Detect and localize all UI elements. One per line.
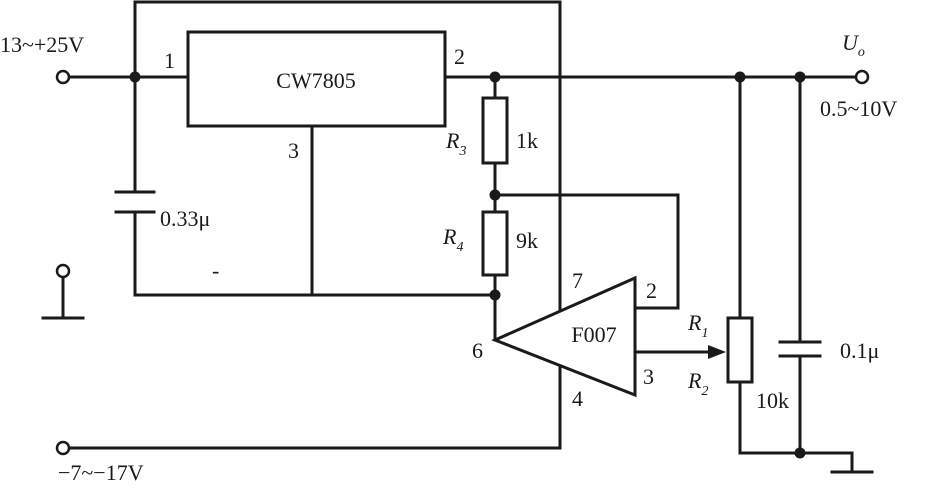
output-range: 0.5~10V <box>820 96 897 121</box>
pot-value: 10k <box>756 388 789 413</box>
opamp-pin2: 2 <box>646 278 657 303</box>
input-capacitor <box>114 190 156 214</box>
r2-symbol: R2 <box>687 368 708 399</box>
r3-symbol: R3 <box>445 128 466 159</box>
output-terminal <box>854 69 870 85</box>
stray-mark: - <box>212 258 219 283</box>
r1-symbol: R1 <box>687 310 708 341</box>
opamp-triangle <box>491 275 637 398</box>
resistor-r4 <box>481 210 509 277</box>
regulator-block <box>186 30 447 128</box>
output-capacitor-value: 0.1μ <box>840 338 879 363</box>
negative-supply-terminal <box>55 440 71 456</box>
regulator-pin1: 1 <box>164 48 175 73</box>
opamp-name: F007 <box>571 322 616 347</box>
opamp-pin3: 3 <box>643 364 654 389</box>
regulator-pin2: 2 <box>454 44 465 69</box>
regulator-name: CW7805 <box>276 68 355 93</box>
opamp-pin4: 4 <box>572 386 583 411</box>
input-terminal <box>55 69 71 85</box>
output-capacitor <box>778 340 822 358</box>
resistor-r3 <box>481 96 509 165</box>
output-symbol: Uo <box>842 30 865 60</box>
input-voltage-label: 13~+25V <box>0 32 84 57</box>
opamp-pin7: 7 <box>572 268 583 293</box>
opamp-pin6: 6 <box>472 338 483 363</box>
r4-symbol: R4 <box>442 224 463 255</box>
input-capacitor-value: 0.33μ <box>160 206 210 231</box>
junctions <box>129 71 806 459</box>
r3-value: 1k <box>516 128 538 153</box>
r4-value: 9k <box>516 228 538 253</box>
ground-terminal <box>55 263 71 279</box>
negative-supply-label: −7~−17V <box>58 460 144 485</box>
potentiometer <box>726 316 754 384</box>
regulator-pin3: 3 <box>288 138 299 163</box>
wiper-arrow-icon <box>708 345 726 359</box>
wires <box>41 0 874 474</box>
